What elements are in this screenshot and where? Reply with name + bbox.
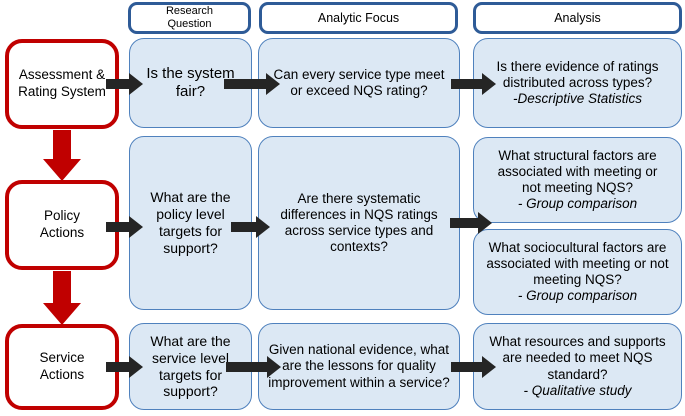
analysis-method-text: -Descriptive Statistics <box>512 91 643 107</box>
analysis-question-text: What sociocultural factors are associate… <box>486 239 669 287</box>
source-box-service-actions: Service Actions <box>5 324 119 410</box>
source-box-policy-actions: Policy Actions <box>5 180 119 270</box>
analysis-box-policy-structural: What structural factors are associated w… <box>473 137 682 223</box>
analysis-method-text: - Group comparison <box>517 196 638 212</box>
header-analytic-focus: Analytic Focus <box>259 2 458 34</box>
analytic-focus-text: Given national evidence, what are the le… <box>268 342 450 390</box>
research-question-box-service: What are the service level targets for s… <box>129 323 252 410</box>
research-question-text: Is the system fair? <box>146 65 235 100</box>
analysis-question-text: What resources and supports are needed t… <box>489 334 666 382</box>
down-arrow-icon <box>43 271 81 325</box>
analysis-box-assessment: Is there evidence of ratings distributed… <box>473 38 682 128</box>
analysis-method-text: - Group comparison <box>517 288 638 304</box>
header-analysis: Analysis <box>473 2 682 34</box>
analysis-box-policy-sociocultural: What sociocultural factors are associate… <box>473 229 682 315</box>
research-question-text: What are the policy level targets for su… <box>150 189 231 256</box>
source-box-assessment-rating-system: Assessment & Rating System <box>5 39 119 129</box>
analytic-focus-text: Are there systematic differences in NQS … <box>280 190 438 255</box>
analytic-focus-box-policy: Are there systematic differences in NQS … <box>258 136 460 310</box>
analytic-focus-box-service: Given national evidence, what are the le… <box>258 323 460 410</box>
down-arrow-icon <box>43 130 81 181</box>
analytic-focus-text: Can every service type meet or exceed NQ… <box>273 66 445 98</box>
research-question-text: What are the service level targets for s… <box>150 332 231 400</box>
analysis-method-text: - Qualitative study <box>523 382 632 398</box>
header-research-question: Research Question <box>128 2 251 34</box>
analysis-question-text: What structural factors are associated w… <box>497 147 658 195</box>
analysis-question-text: Is there evidence of ratings distributed… <box>496 58 659 90</box>
analysis-box-service: What resources and supports are needed t… <box>473 323 682 410</box>
analytic-focus-box-assessment: Can every service type meet or exceed NQ… <box>258 38 460 128</box>
